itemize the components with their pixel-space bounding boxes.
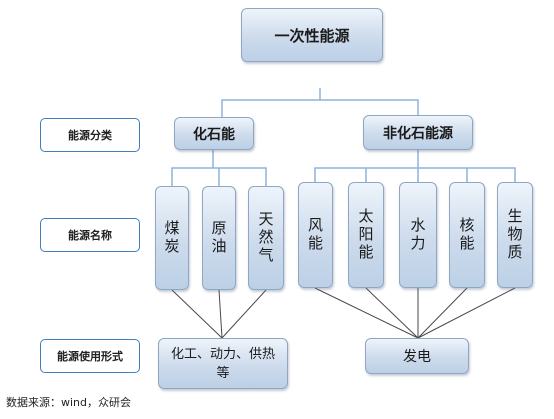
row-label-usage-text: 能源使用形式 [57,350,123,363]
category-non-fossil: 非化石能源 [363,115,473,150]
energy-biomass: 生物质 [497,182,533,288]
energy-wind: 风能 [298,182,333,288]
row-label-category-text: 能源分类 [68,129,112,142]
energy-nuclear-label: 核能 [457,217,476,253]
energy-biomass-label: 生物质 [505,208,524,262]
energy-hydro-label: 水力 [408,217,427,253]
category-fossil: 化石能 [174,117,254,150]
energy-hydro: 水力 [399,182,437,288]
row-label-usage: 能源使用形式 [40,339,140,373]
energy-crude-oil: 原油 [202,186,236,290]
root-node: 一次性能源 [241,8,383,62]
root-node-label: 一次性能源 [274,26,350,45]
usage-non-fossil: 发电 [365,338,469,374]
energy-coal-label: 煤炭 [162,220,181,256]
category-non-fossil-label: 非化石能源 [383,125,453,142]
energy-wind-label: 风能 [306,217,324,253]
row-label-name-text: 能源名称 [68,229,112,242]
energy-solar: 太阳能 [348,182,384,288]
energy-solar-label: 太阳能 [356,208,375,262]
row-label-category: 能源分类 [40,118,140,152]
source-note: 数据来源：wind，众研会 [6,396,132,409]
row-label-name: 能源名称 [40,218,140,252]
usage-non-fossil-label: 发电 [403,349,431,365]
usage-fossil: 化工、动力、供热等 [158,338,288,389]
usage-fossil-label: 化工、动力、供热等 [171,346,276,381]
category-fossil-label: 化石能 [193,126,235,143]
energy-nuclear: 核能 [449,182,485,288]
energy-coal: 煤炭 [155,186,189,290]
energy-natural-gas-label: 天然气 [256,211,275,265]
energy-crude-oil-label: 原油 [209,220,228,256]
energy-natural-gas: 天然气 [248,186,284,290]
